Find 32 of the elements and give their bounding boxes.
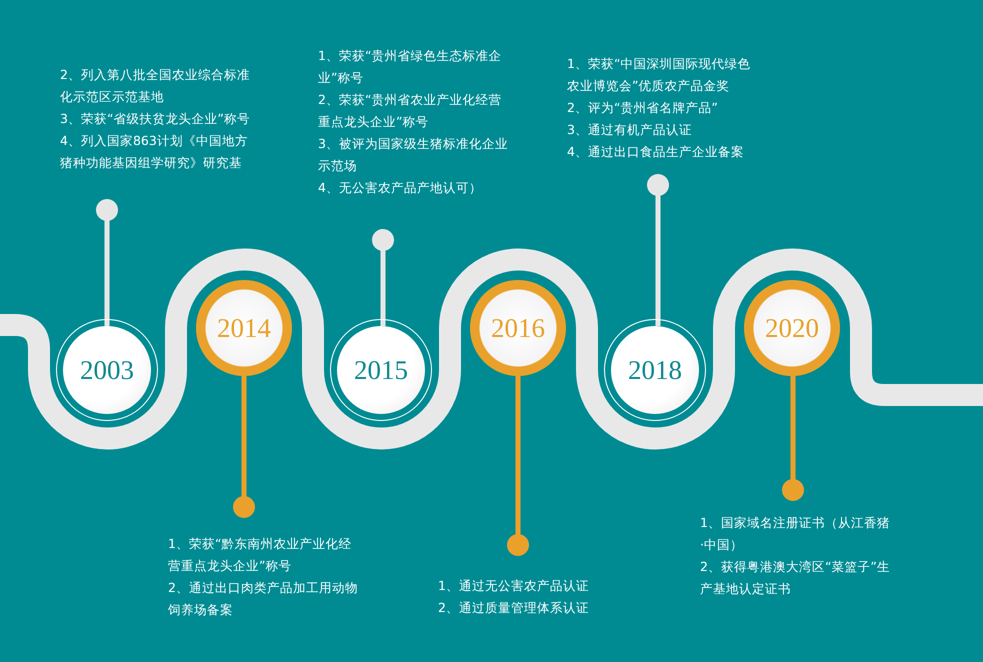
pin-stem	[233, 376, 255, 518]
year-label: 2014	[217, 312, 271, 344]
year-label: 2020	[765, 312, 819, 344]
year-circle	[337, 326, 425, 414]
milestone-text: 4、无公害农产品产地认可）	[318, 179, 483, 197]
year-circle	[611, 326, 699, 414]
milestone-text: 2、荣获“贵州省农业产业化经营重点龙头企业”称号	[318, 91, 502, 131]
milestone-text: 1、荣获“贵州省绿色生态标准企业”称号	[318, 47, 502, 87]
milestone-text: 2、评为“贵州省名牌产品”	[567, 99, 719, 117]
milestone-text: 2、列入第八批全国农业综合标准化示范区示范基地	[60, 66, 251, 106]
year-circle	[63, 326, 151, 414]
milestone-text: 1、荣获“中国深圳国际现代绿色农业博览会”优质农产品金奖	[567, 55, 752, 95]
pin-stem	[507, 376, 529, 556]
milestone-text: 2、获得粤港澳大湾区“菜篮子”生产基地认定证书	[700, 558, 890, 598]
milestone-text: 2、通过质量管理体系认证	[438, 599, 590, 617]
milestone-text: 1、荣获“黔东南州农业产业化经营重点龙头企业”称号	[168, 535, 352, 575]
milestone-text: 3、通过有机产品认证	[567, 121, 693, 139]
year-label: 2018	[628, 354, 682, 386]
year-label: 2015	[354, 354, 408, 386]
milestone-text: 3、荣获“省级扶贫龙头企业”称号	[60, 110, 251, 128]
milestone-text: 1、国家域名注册证书（从江香猪·中国）	[700, 514, 890, 554]
milestone-text: 3、被评为国家级生猪标准化企业示范场	[318, 135, 509, 175]
milestone-text: 2、通过出口肉类产品加工用动物饲养场备案	[168, 579, 358, 619]
pin-stem	[96, 199, 118, 326]
milestone-text: 4、列入国家863计划《中国地方猪种功能基因组学研究》研究基	[60, 132, 249, 172]
milestone-text: 1、通过无公害农产品认证	[438, 577, 590, 595]
milestone-text: 4、通过出口食品生产企业备案	[567, 143, 745, 161]
pin-stem	[782, 376, 804, 501]
year-label: 2016	[491, 312, 545, 344]
year-label: 2003	[80, 354, 134, 386]
pin-stem	[647, 174, 669, 326]
pin-stem	[372, 229, 394, 326]
